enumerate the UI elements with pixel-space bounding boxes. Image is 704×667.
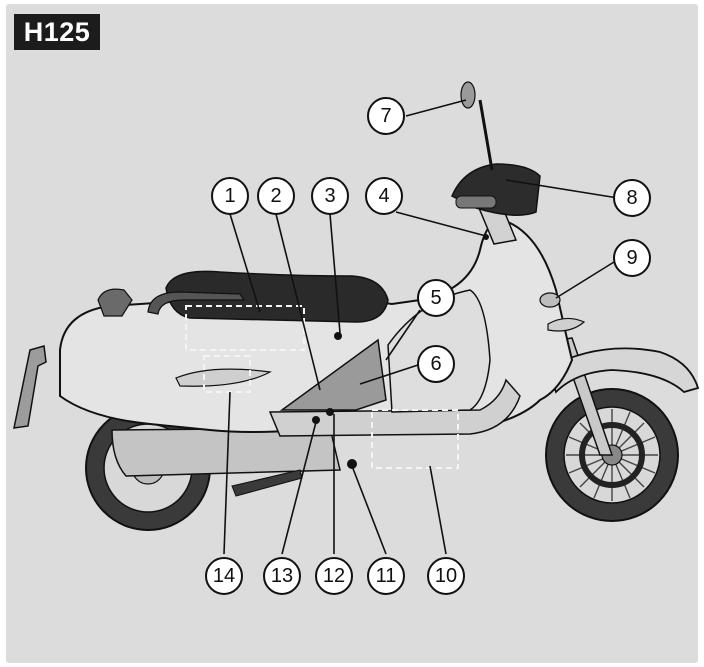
callout-2-label: 2 <box>270 185 281 207</box>
tail-light <box>97 288 133 317</box>
side-stand <box>231 469 303 497</box>
callout-6-label: 6 <box>430 353 441 375</box>
part-markers <box>312 234 489 469</box>
callout-3: 3 <box>311 177 349 215</box>
callout-11-label: 11 <box>376 565 397 587</box>
seat <box>165 270 389 323</box>
callout-10-label: 10 <box>435 565 457 587</box>
callout-13-label: 13 <box>271 565 293 587</box>
callout-4-label: 4 <box>378 185 389 207</box>
callout-10: 10 <box>427 557 465 595</box>
callout-7-label: 7 <box>380 105 391 127</box>
front-fender <box>546 347 700 394</box>
callout-8-label: 8 <box>626 187 637 209</box>
callout-3-label: 3 <box>324 185 335 207</box>
grip <box>455 195 497 209</box>
grab-rail <box>147 291 246 315</box>
callout-8: 8 <box>613 179 651 217</box>
front-emblem <box>539 292 561 308</box>
callout-2: 2 <box>257 177 295 215</box>
callout-12: 12 <box>315 557 353 595</box>
model-badge: H125 <box>14 14 100 50</box>
callout-14-label: 14 <box>213 565 235 587</box>
floorboard <box>268 378 521 437</box>
callout-7: 7 <box>367 97 405 135</box>
leader-lines <box>223 99 619 555</box>
engine-swingarm <box>111 427 341 477</box>
exhaust <box>13 345 47 429</box>
callout-5: 5 <box>417 279 455 317</box>
callout-14: 14 <box>205 557 243 595</box>
callout-1: 1 <box>211 177 249 215</box>
callout-9: 9 <box>613 239 651 277</box>
callout-4: 4 <box>365 177 403 215</box>
front-side-ornament <box>547 317 586 332</box>
mirror <box>460 81 494 171</box>
callout-6: 6 <box>417 345 455 383</box>
callout-5-label: 5 <box>430 287 441 309</box>
callout-11: 11 <box>367 557 405 595</box>
callout-9-label: 9 <box>626 247 637 269</box>
callout-12-label: 12 <box>323 565 345 587</box>
callout-13: 13 <box>263 557 301 595</box>
callout-1-label: 1 <box>224 185 235 207</box>
